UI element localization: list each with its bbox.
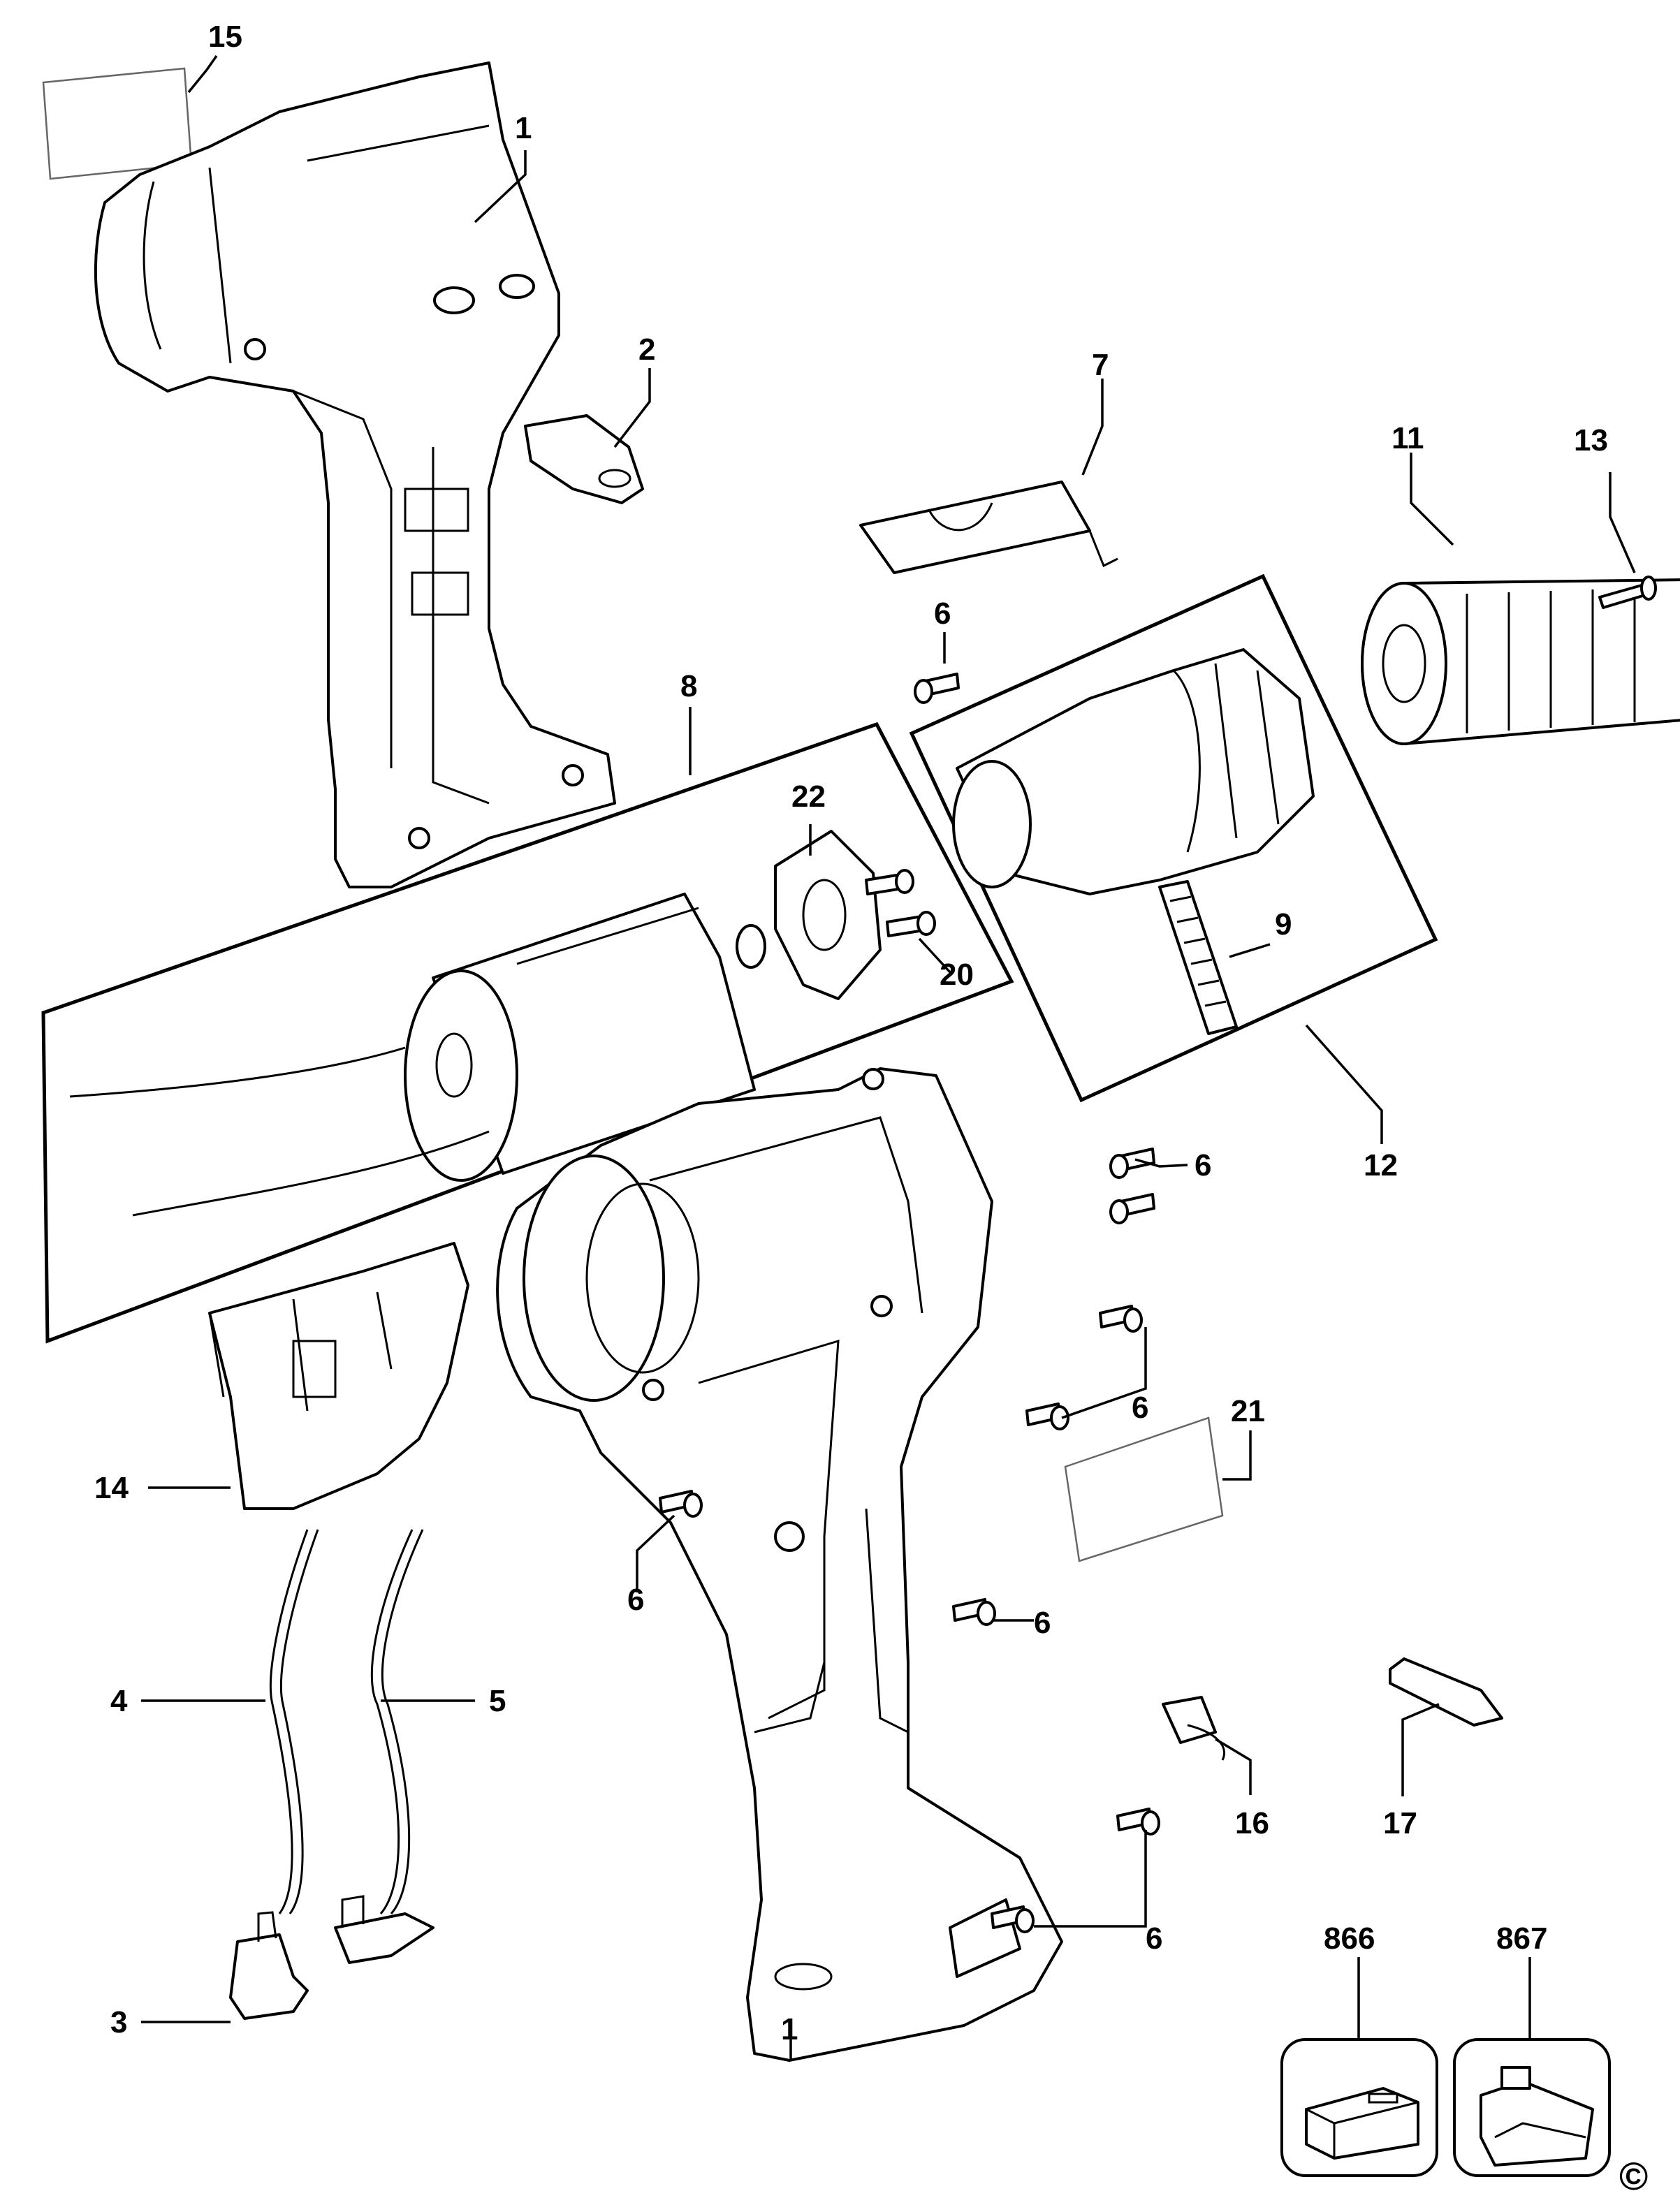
callout-1-bottom: 1 [781, 2012, 798, 2046]
part-14-switch [208, 1242, 469, 1510]
callout-866: 866 [1324, 1921, 1375, 1956]
part-1-housing-left-half [94, 61, 616, 888]
callout-17: 17 [1383, 1806, 1417, 1840]
callout-12: 12 [1364, 1148, 1398, 1182]
callout-6-d: 6 [627, 1583, 644, 1617]
callout-16: 16 [1235, 1806, 1269, 1840]
accessory-866-charger [1280, 2038, 1438, 2177]
part-11-chuck [1361, 578, 1680, 745]
part-5-wire [370, 1529, 424, 1914]
callout-6-e: 6 [1034, 1606, 1051, 1640]
part-2-slide [524, 414, 644, 504]
part-6-screws [659, 673, 1160, 1933]
leader-lines [141, 54, 1636, 2060]
part-16-clip [1162, 1696, 1225, 1761]
callout-6-f: 6 [1146, 1921, 1162, 1956]
part-17-bit [1389, 1657, 1503, 1727]
part-1-housing-right-half [496, 1067, 1063, 2062]
callout-20: 20 [940, 958, 974, 992]
callout-14: 14 [94, 1471, 129, 1505]
callout-6-a: 6 [934, 596, 951, 631]
part-9-gear-strip [1158, 880, 1238, 1035]
box-12-gearbox-assembly [909, 573, 1438, 1103]
callout-6-c: 6 [1132, 1391, 1148, 1425]
callout-5: 5 [489, 1684, 506, 1718]
part-20-screws [865, 869, 936, 937]
part-motor [69, 893, 766, 1217]
copyright-symbol: © [1619, 2154, 1648, 2198]
part-21-label [1064, 1416, 1224, 1562]
callout-1-top: 1 [515, 111, 532, 145]
callout-15: 15 [208, 20, 242, 54]
accessory-867-battery [1453, 2038, 1611, 2177]
callout-6-b: 6 [1195, 1148, 1211, 1182]
part-22-brush-plate [774, 830, 882, 1000]
callout-labels: 15 1 2 7 11 13 6 8 22 9 20 6 12 6 21 14 … [94, 20, 1648, 2198]
part-13-screw [1598, 576, 1657, 609]
box-8-motor-assembly [41, 721, 1014, 1344]
callout-4: 4 [110, 1684, 128, 1718]
callout-867: 867 [1496, 1921, 1547, 1956]
callout-22: 22 [791, 779, 826, 814]
callout-7: 7 [1092, 348, 1109, 382]
callout-8: 8 [680, 669, 697, 703]
callout-21: 21 [1231, 1394, 1265, 1428]
callout-2: 2 [638, 332, 655, 367]
part-3-terminals [229, 1895, 434, 2020]
callout-3: 3 [110, 2005, 127, 2039]
part-7-cover [859, 481, 1118, 574]
callout-9: 9 [1275, 907, 1292, 942]
part-gearbox [952, 648, 1315, 895]
callout-11: 11 [1392, 421, 1424, 455]
callout-13: 13 [1574, 423, 1608, 457]
part-4-wire [269, 1529, 319, 1914]
